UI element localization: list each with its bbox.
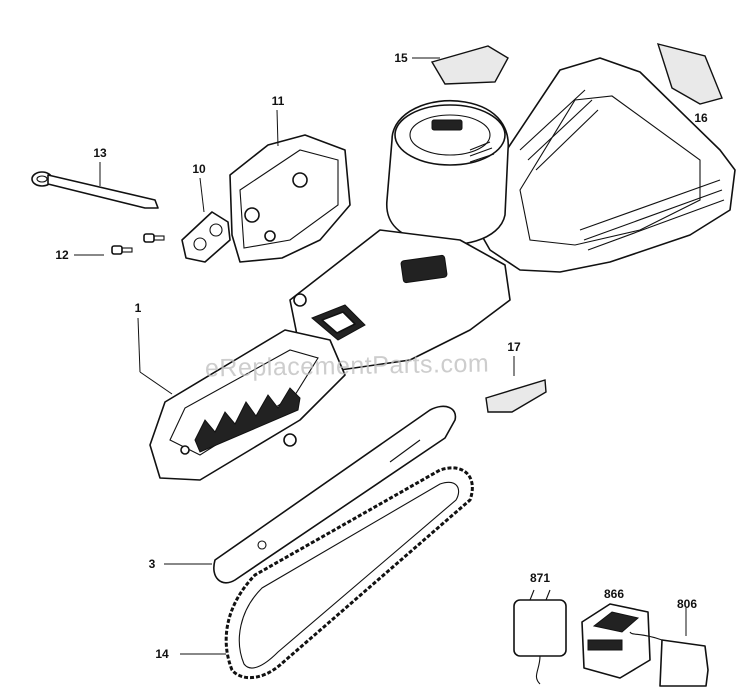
- part-11-cover[interactable]: [229, 109, 351, 263]
- callout-13: 13: [93, 146, 107, 160]
- callout-806: 806: [676, 597, 698, 611]
- part-16-pad[interactable]: [656, 43, 723, 105]
- callout-10: 10: [192, 162, 206, 176]
- part-15-pad[interactable]: [412, 45, 509, 85]
- part-17-pad[interactable]: [485, 356, 547, 413]
- callout-12: 12: [55, 248, 69, 262]
- part-1-leader-angle: [139, 371, 173, 395]
- callout-1: 1: [134, 301, 142, 315]
- part-14-chain[interactable]: [180, 466, 474, 680]
- callout-3: 3: [148, 557, 156, 571]
- grip-texture: [519, 89, 725, 251]
- callout-17: 17: [507, 340, 521, 354]
- watermark-text: eReplacementParts.com: [204, 349, 490, 383]
- callout-14: 14: [155, 647, 169, 661]
- vent-slots: [469, 141, 495, 163]
- part-806-oil-bottle[interactable]: [629, 608, 709, 687]
- part-12-screws[interactable]: [74, 233, 165, 256]
- callout-16: 16: [694, 111, 708, 125]
- part-13-wrench[interactable]: [31, 162, 159, 209]
- main-housing: [149, 57, 736, 481]
- part-10-plate[interactable]: [181, 177, 231, 263]
- part-3-guide-bar[interactable]: [164, 405, 457, 584]
- callout-15: 15: [394, 51, 408, 65]
- part-866-battery[interactable]: [581, 603, 651, 679]
- callout-871: 871: [529, 571, 551, 585]
- callout-866: 866: [603, 587, 625, 601]
- part-1-leader: [137, 317, 141, 373]
- callout-11: 11: [271, 94, 285, 108]
- part-871-charger[interactable]: [513, 589, 567, 685]
